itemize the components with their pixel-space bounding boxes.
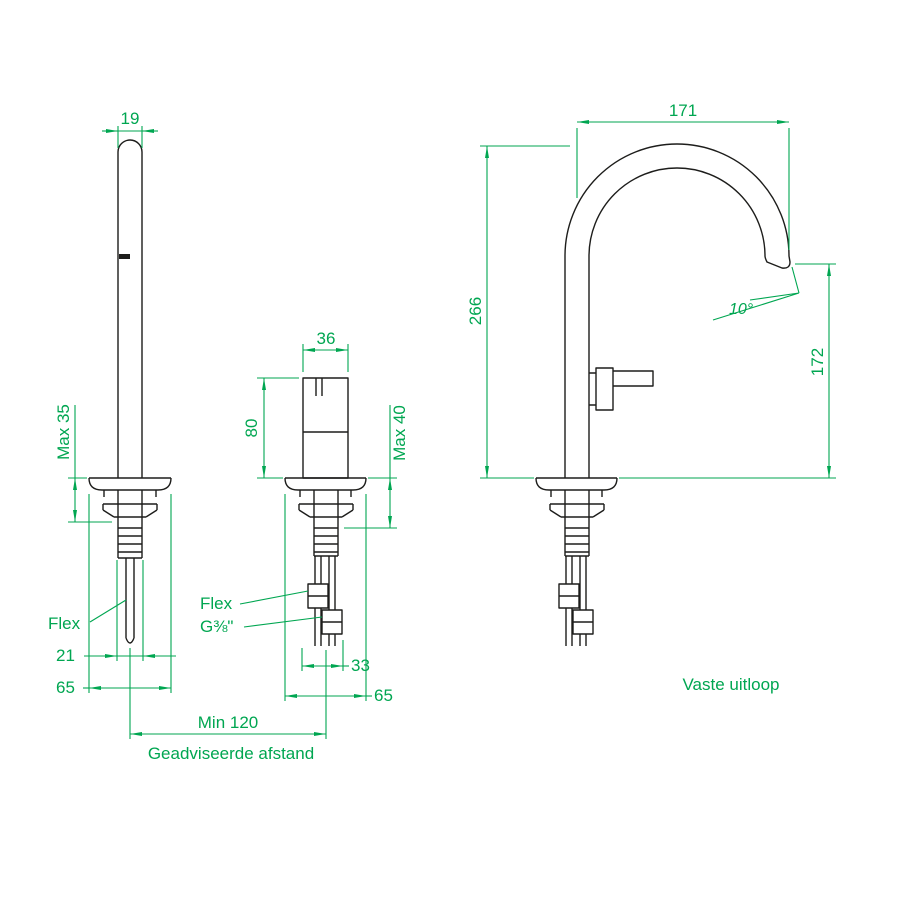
profile-shank xyxy=(564,490,590,557)
profile-escutcheon xyxy=(535,477,618,497)
hose-connector-a xyxy=(307,583,329,609)
handle-shank xyxy=(313,490,339,557)
flex-leader-mid-a xyxy=(239,590,309,605)
flex-label-left: Flex xyxy=(48,614,81,633)
dim-min120-label: Min 120 xyxy=(198,713,258,732)
profile-hose-b xyxy=(579,556,587,646)
aerator-mark xyxy=(119,254,130,259)
spout-body xyxy=(117,139,143,478)
dim-19-extensions xyxy=(117,126,143,148)
angle-10-label: 10° xyxy=(729,301,754,318)
dim-65l-extensions xyxy=(88,494,172,693)
dim-65m-extensions xyxy=(284,494,367,701)
dim-171-extensions xyxy=(576,128,790,250)
hose-connector-b xyxy=(321,609,343,635)
flex-label-mid: Flex xyxy=(200,594,233,613)
dim-33-label: 33 xyxy=(351,656,370,675)
handle-view xyxy=(284,377,367,646)
dim-21-label: 21 xyxy=(56,646,75,665)
faucet-profile-view xyxy=(535,143,791,646)
handle-hose-b xyxy=(328,556,336,646)
angle-10-lines xyxy=(712,266,800,321)
profile-connector-b xyxy=(572,609,594,635)
profile-connector-a xyxy=(558,583,580,609)
dim-max35-label: Max 35 xyxy=(54,404,73,460)
gooseneck-spout xyxy=(564,143,791,478)
spout-escutcheon xyxy=(88,477,172,497)
handle-body xyxy=(302,377,349,479)
profile-mount-nut xyxy=(549,503,605,518)
profile-hose-a xyxy=(565,556,573,646)
flex-leader-mid-b xyxy=(243,616,323,628)
dim-36-label: 36 xyxy=(317,329,336,348)
spout-flex-hose xyxy=(125,558,135,644)
dim-65l-label: 65 xyxy=(56,678,75,697)
thread-size-label: G⅜" xyxy=(200,617,233,636)
dim-171-label: 171 xyxy=(669,101,697,120)
dim-80-label: 80 xyxy=(242,419,261,438)
handle-mount-nut xyxy=(298,503,354,518)
dim-266-label: 266 xyxy=(466,297,485,325)
dim-65m-label: 65 xyxy=(374,686,393,705)
dim-36-extensions xyxy=(302,344,349,372)
spout-side-view xyxy=(88,139,172,644)
flex-leader-left xyxy=(89,599,127,623)
lever-handle xyxy=(589,367,654,411)
advised-distance-note: Geadviseerde afstand xyxy=(148,744,314,763)
handle-escutcheon xyxy=(284,477,367,497)
dim-19-label: 19 xyxy=(121,109,140,128)
spout-shank xyxy=(117,490,143,559)
dim-266-extensions xyxy=(480,145,570,479)
spout-mount-nut xyxy=(102,503,158,518)
dim-172-label: 172 xyxy=(808,348,827,376)
dim-max40-extensions xyxy=(344,477,397,529)
dim-max40-label: Max 40 xyxy=(390,405,409,461)
dim-80-extensions xyxy=(257,377,299,479)
dim-21-extensions xyxy=(116,560,144,661)
handle-hose-a xyxy=(314,556,322,646)
dimension-lines xyxy=(68,120,836,739)
fixed-spout-caption: Vaste uitloop xyxy=(682,675,779,694)
